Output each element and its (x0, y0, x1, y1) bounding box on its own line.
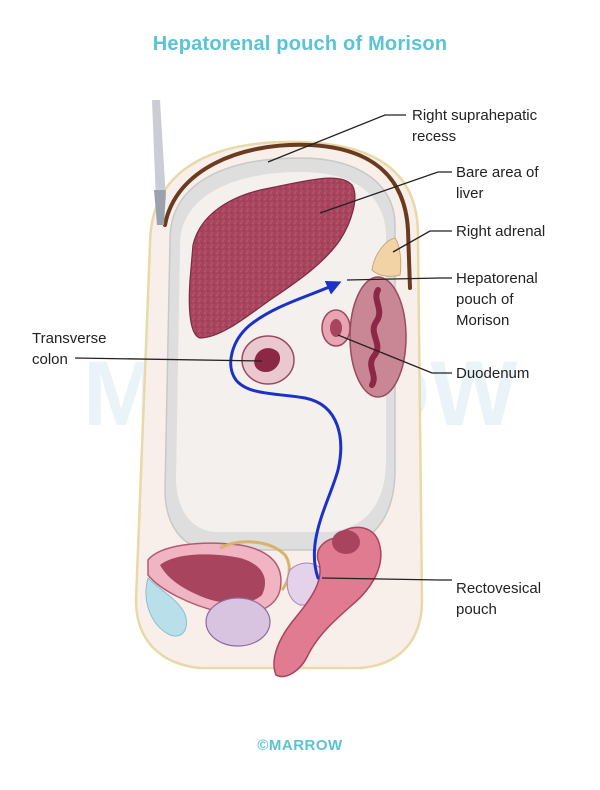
pubic-symphysis (145, 577, 187, 637)
hepatic-vessel-tip (154, 190, 166, 225)
leader-adrenal (392, 230, 452, 253)
leader-transverse-colon (74, 357, 263, 362)
label-bare-area-of-liver: Bare area of liver (456, 164, 539, 202)
label-duodenum: Duodenum (456, 365, 530, 382)
label-hepatorenal-pouch: Hepatorenal pouch of Morison (456, 270, 538, 329)
leader-rectovesical (321, 577, 452, 581)
right-adrenal (371, 237, 402, 277)
fluid-flow-arrow (229, 280, 343, 580)
renal-pelvis (368, 287, 383, 388)
label-rectovesical-pouch: Rectovesical pouch (456, 580, 542, 618)
rectum-lumen (332, 530, 360, 554)
prostate (205, 597, 271, 647)
copyright-footer: ©MARROW (257, 737, 343, 754)
leader-suprahepatic (267, 114, 406, 163)
leader-bare-area (319, 171, 452, 214)
leader-morison (346, 277, 452, 281)
liver (188, 177, 356, 339)
label-right-adrenal: Right adrenal (456, 223, 546, 240)
label-transverse-colon: Transverse colon (32, 330, 107, 368)
bladder-lumen (160, 554, 266, 604)
transverse-colon-lumen (254, 348, 281, 372)
label-right-suprahepatic-recess: Right suprahepatic recess (412, 107, 538, 145)
hepatic-vessel (152, 100, 166, 202)
rectum (273, 526, 382, 678)
diagram-title: Hepatorenal pouch of Morison (152, 33, 448, 55)
duodenum-lumen (330, 319, 342, 337)
leader-duodenum (337, 334, 452, 374)
